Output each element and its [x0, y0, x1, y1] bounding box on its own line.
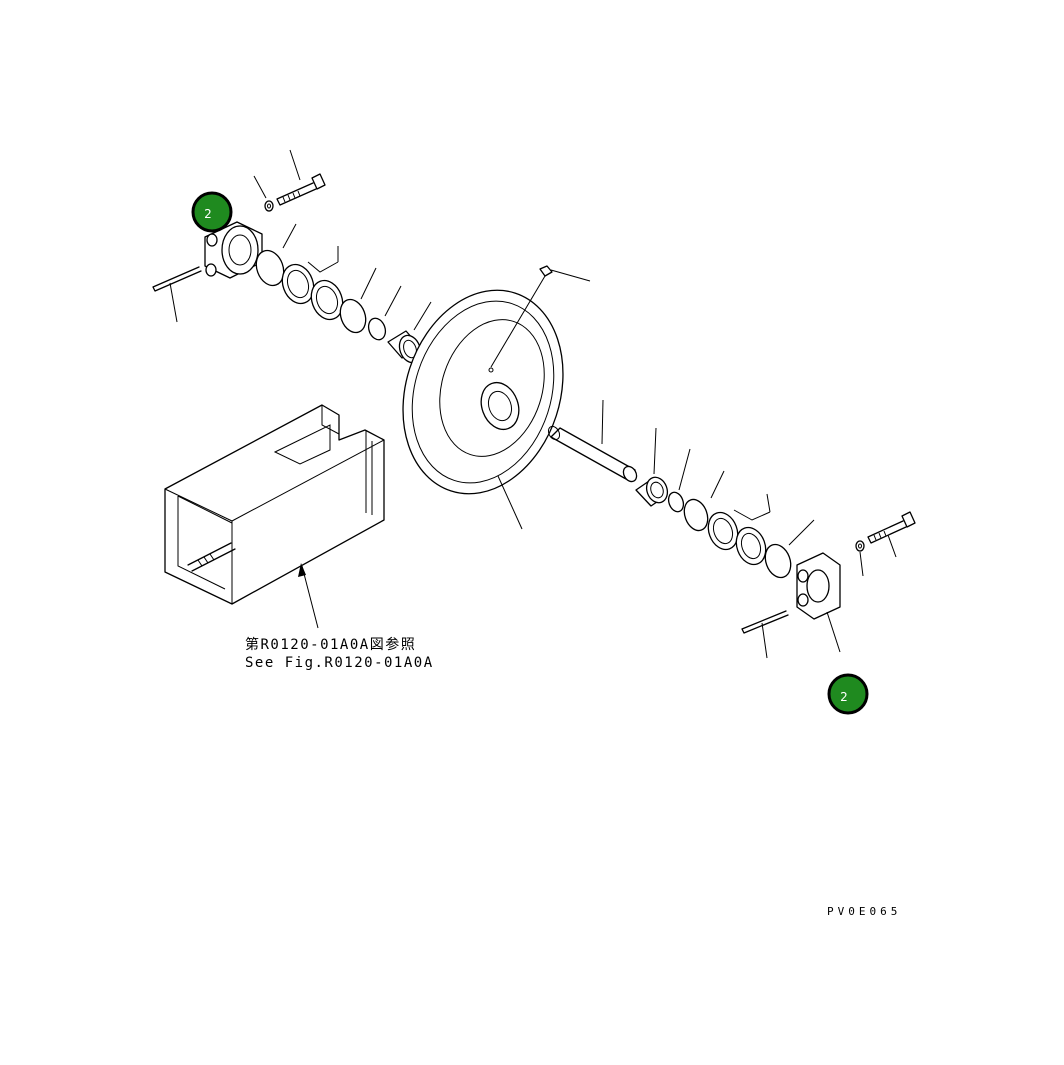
leader-lines: [169, 149, 897, 659]
left-seal-ring-2: [310, 279, 344, 321]
left-bolt: [276, 173, 326, 206]
grease-plug: [539, 265, 553, 277]
left-seal-ring-1: [281, 263, 315, 305]
right-bushing: [635, 476, 669, 507]
right-o-ring-1: [667, 491, 685, 513]
callout-label[interactable]: 2: [204, 207, 212, 221]
callout-circle[interactable]: [827, 673, 869, 715]
idler-yoke-frame: [164, 404, 385, 605]
right-o-ring-2: [683, 498, 709, 532]
right-pin: [741, 610, 789, 634]
left-bracket: [204, 221, 263, 279]
right-seal-ring-1: [707, 511, 739, 551]
drawing-code: PV0E065: [827, 905, 901, 918]
reference-note-en: See Fig.R0120-01A0A: [245, 655, 434, 671]
idler-wheel: [402, 289, 564, 495]
reference-arrow: [298, 563, 319, 629]
idler-shaft: [547, 425, 638, 483]
left-washer: [264, 200, 274, 212]
callout-badge-bottom-right[interactable]: 2: [827, 673, 869, 715]
left-o-ring-2: [339, 298, 367, 334]
left-o-ring-3: [367, 317, 387, 341]
right-seal-ring-2: [735, 526, 767, 566]
callout-badge-top-left[interactable]: 2: [191, 191, 233, 233]
right-o-ring-3: [764, 543, 792, 579]
right-washer: [855, 540, 865, 552]
left-o-ring-1: [255, 249, 285, 287]
reference-note-jp: 第R0120-01A0A図参照: [245, 636, 416, 653]
left-pin: [152, 266, 202, 292]
right-bolt: [867, 511, 916, 544]
right-bracket: [796, 552, 841, 620]
callout-circle[interactable]: [191, 191, 233, 233]
callout-label[interactable]: 2: [840, 690, 848, 704]
